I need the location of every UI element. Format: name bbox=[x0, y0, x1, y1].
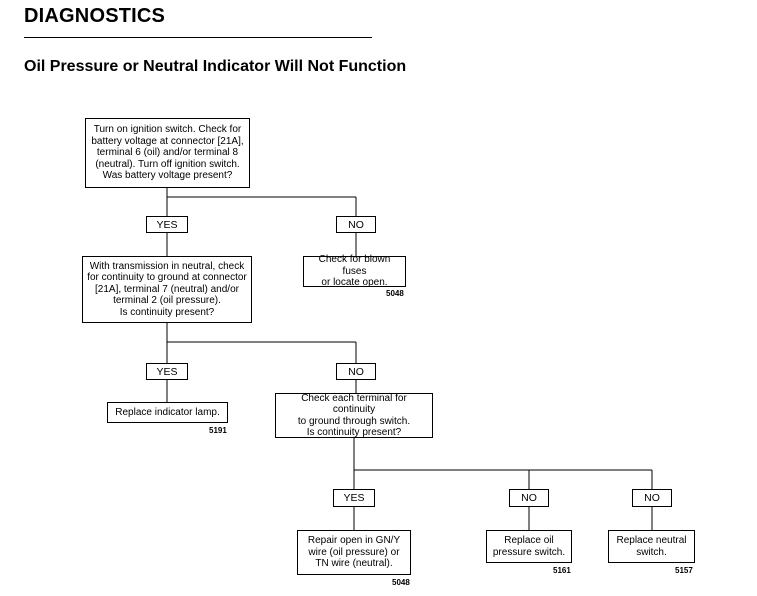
title-divider bbox=[24, 37, 372, 38]
repair-open-text: Repair open in GN/Y wire (oil pressure) … bbox=[307, 535, 401, 570]
replace-lamp-box: Replace indicator lamp. bbox=[107, 402, 228, 423]
step2-text: With transmission in neutral, check for … bbox=[87, 260, 247, 318]
page-title: DIAGNOSTICS bbox=[24, 5, 166, 27]
step2-yes-label: YES bbox=[146, 363, 188, 380]
replace-neutral-switch-box: Replace neutral switch. bbox=[608, 530, 695, 563]
step1-yes-label: YES bbox=[146, 216, 188, 233]
step3-no-oil-label: NO bbox=[509, 489, 549, 507]
step3-box: Check each terminal for continuity to gr… bbox=[275, 393, 433, 438]
section-title: Oil Pressure or Neutral Indicator Will N… bbox=[24, 58, 407, 75]
step3-yes-label: YES bbox=[333, 489, 375, 507]
repair-open-box: Repair open in GN/Y wire (oil pressure) … bbox=[297, 530, 411, 575]
replace-oil-switch-text: Replace oil pressure switch. bbox=[492, 535, 566, 558]
replace-lamp-text: Replace indicator lamp. bbox=[115, 406, 220, 418]
replace-oil-switch-box: Replace oil pressure switch. bbox=[486, 530, 572, 563]
step2-no-label: NO bbox=[336, 363, 376, 380]
replace-lamp-ref: 5191 bbox=[209, 426, 227, 435]
repair-open-ref: 5048 bbox=[392, 578, 410, 587]
step3-no-neutral-label: NO bbox=[632, 489, 672, 507]
blown-fuses-ref: 5048 bbox=[386, 289, 404, 298]
step1-box: Turn on ignition switch. Check for batte… bbox=[85, 118, 250, 188]
replace-neutral-switch-ref: 5157 bbox=[675, 566, 693, 575]
blown-fuses-box: Check for blown fuses or locate open. bbox=[303, 254, 406, 289]
step3-text: Check each terminal for continuity to gr… bbox=[297, 392, 411, 439]
step1-text: Turn on ignition switch. Check for batte… bbox=[91, 124, 244, 182]
step1-no-label: NO bbox=[336, 216, 376, 233]
replace-oil-switch-ref: 5161 bbox=[553, 566, 571, 575]
step2-box: With transmission in neutral, check for … bbox=[82, 256, 252, 323]
replace-neutral-switch-text: Replace neutral switch. bbox=[616, 535, 687, 558]
blown-fuses-text: Check for blown fuses or locate open. bbox=[318, 254, 391, 289]
